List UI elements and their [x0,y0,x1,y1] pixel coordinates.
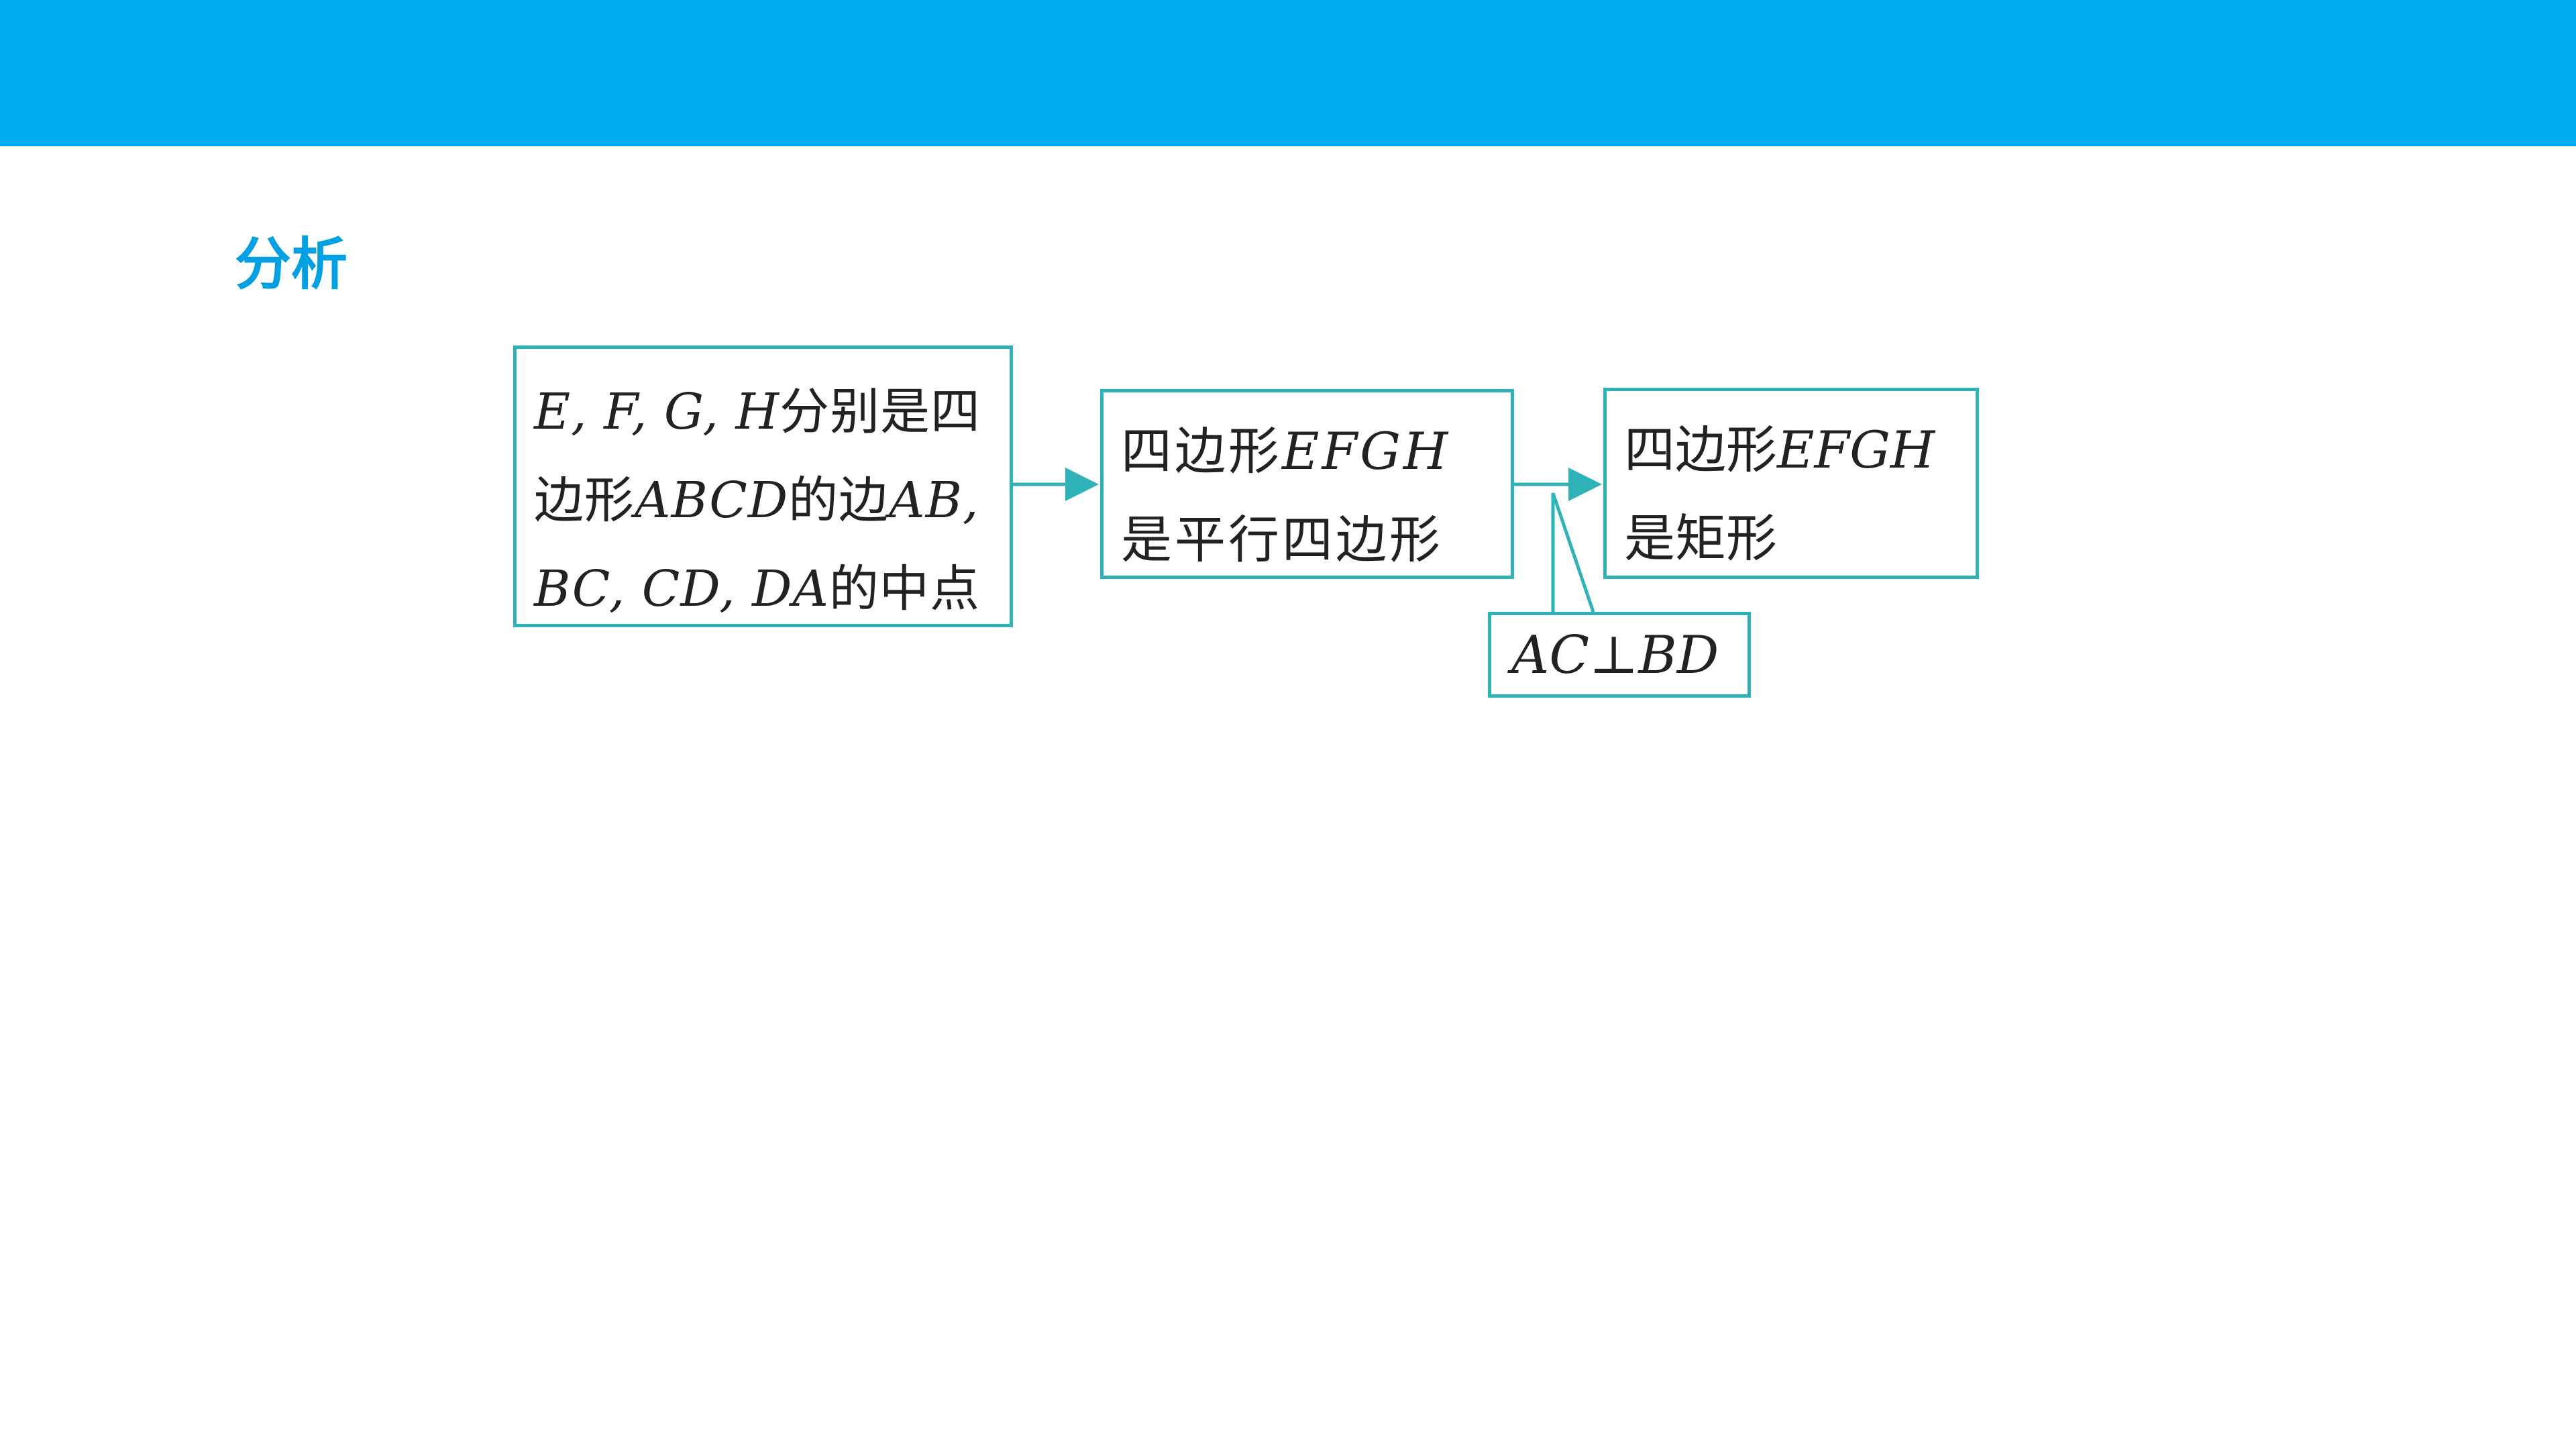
condition-bd: BD [1638,625,1719,686]
premise-text-2a: 边形 [534,472,635,529]
section-heading: 分析 [235,231,348,297]
premise-quadrilateral: ABCD [635,472,789,529]
condition-ac: AC [1511,625,1590,686]
parallelogram-box: 四边形EFGH 是平行四边形 [1100,389,1514,579]
premise-line-1: E, F, G, H分别是四 [534,368,1003,456]
top-banner [0,0,2576,146]
parallelogram-text-1: 四边形 [1121,421,1282,481]
parallelogram-line-2: 是平行四边形 [1121,510,1443,570]
rectangle-line-2: 是矩形 [1624,508,1777,568]
premise-side-ab: AB, [889,472,979,529]
perpendicular-symbol: ⊥ [1589,625,1639,686]
premise-text-2b: 的边 [788,472,890,529]
rectangle-box: 四边形EFGH 是矩形 [1603,388,1979,579]
premise-text-1: 分别是四 [779,383,981,441]
perpendicular-condition-box: AC⊥BD [1488,612,1751,698]
rectangle-text-1: 四边形 [1624,420,1777,480]
parallelogram-efgh: EFGH [1282,421,1451,481]
parallelogram-line-1: 四边形EFGH [1121,407,1504,496]
premise-line-3: BC, CD, DA的中点 [534,545,1003,633]
premise-sides: BC, CD, DA [534,560,829,618]
premise-points: E, F, G, H [534,383,780,441]
premise-box: E, F, G, H分别是四 边形ABCD的边AB, BC, CD, DA的中点 [513,345,1013,627]
premise-text-3: 的中点 [828,560,980,618]
condition-line: AC⊥BD [1511,615,1741,696]
condition-connector [1551,492,1595,612]
rectangle-efgh: EFGH [1777,420,1935,480]
rectangle-line-1: 四边形EFGH [1624,406,1969,494]
premise-line-2: 边形ABCD的边AB, [534,456,1003,545]
